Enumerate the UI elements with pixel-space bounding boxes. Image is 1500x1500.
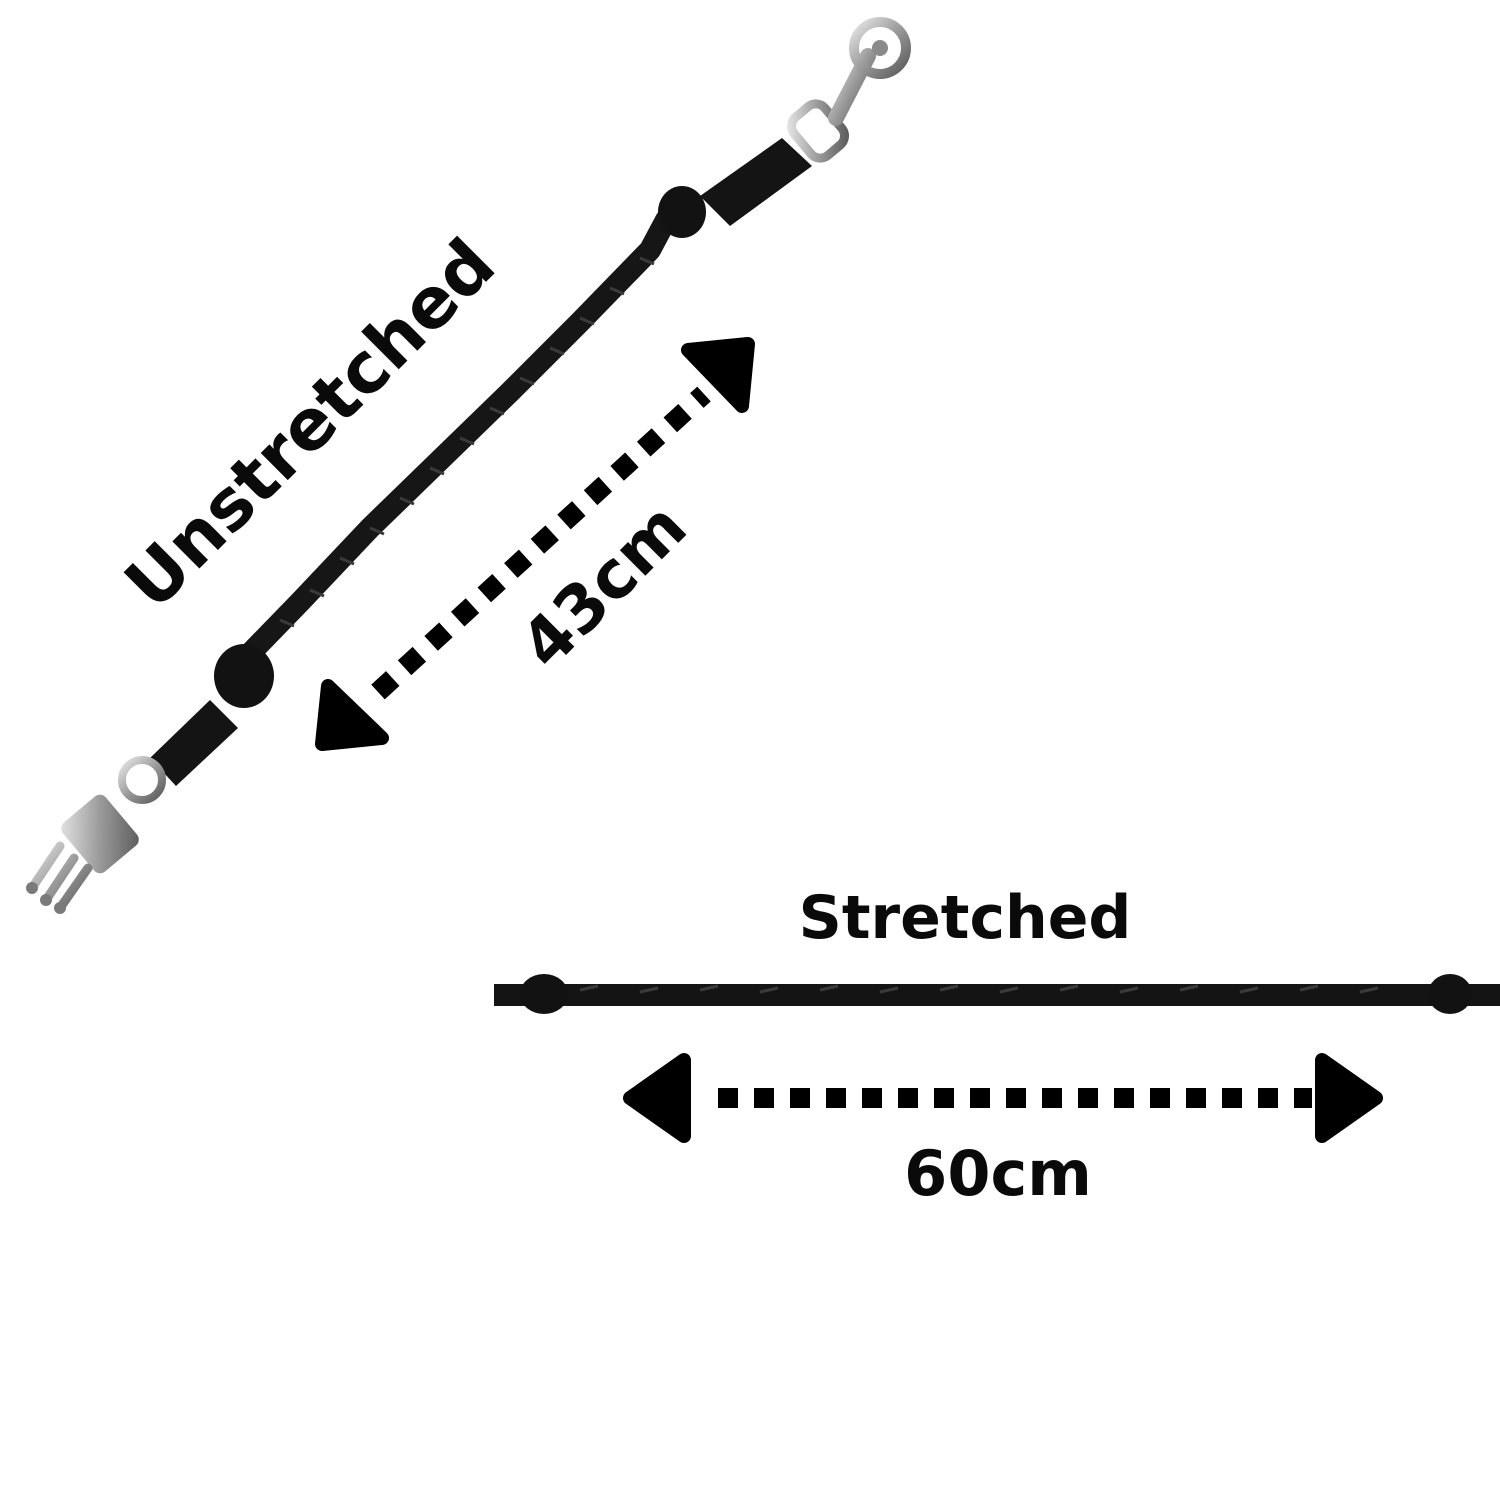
- panic-clip-icon: [26, 756, 166, 914]
- stretched-left-knot: [520, 974, 568, 1014]
- top-webbing-tab: [700, 138, 812, 226]
- snap-hook-icon: [787, 17, 911, 163]
- unstretched-cord: [150, 138, 812, 786]
- stretched-right-knot: [1428, 974, 1472, 1014]
- stretched-bungee: [494, 984, 1500, 1006]
- stretched-length-label: 60cm: [904, 1137, 1092, 1210]
- top-knot: [658, 186, 706, 238]
- stretched-cord: [494, 974, 1500, 1014]
- diagonal-arrowhead-bottom: [315, 679, 389, 751]
- bottom-webbing-tab: [150, 700, 238, 786]
- diagonal-dotted-line: [371, 386, 711, 700]
- stretched-label: Stretched: [798, 883, 1132, 953]
- horizontal-arrowhead-left: [623, 1053, 691, 1143]
- horizontal-arrowhead-right: [1315, 1053, 1383, 1143]
- bottom-knot: [214, 644, 274, 708]
- stretched-wrinkles: [579, 984, 1379, 994]
- double-arrow-icon: [315, 337, 755, 751]
- diagonal-arrowhead-top: [681, 337, 755, 413]
- horizontal-double-arrow-icon: [623, 1053, 1383, 1143]
